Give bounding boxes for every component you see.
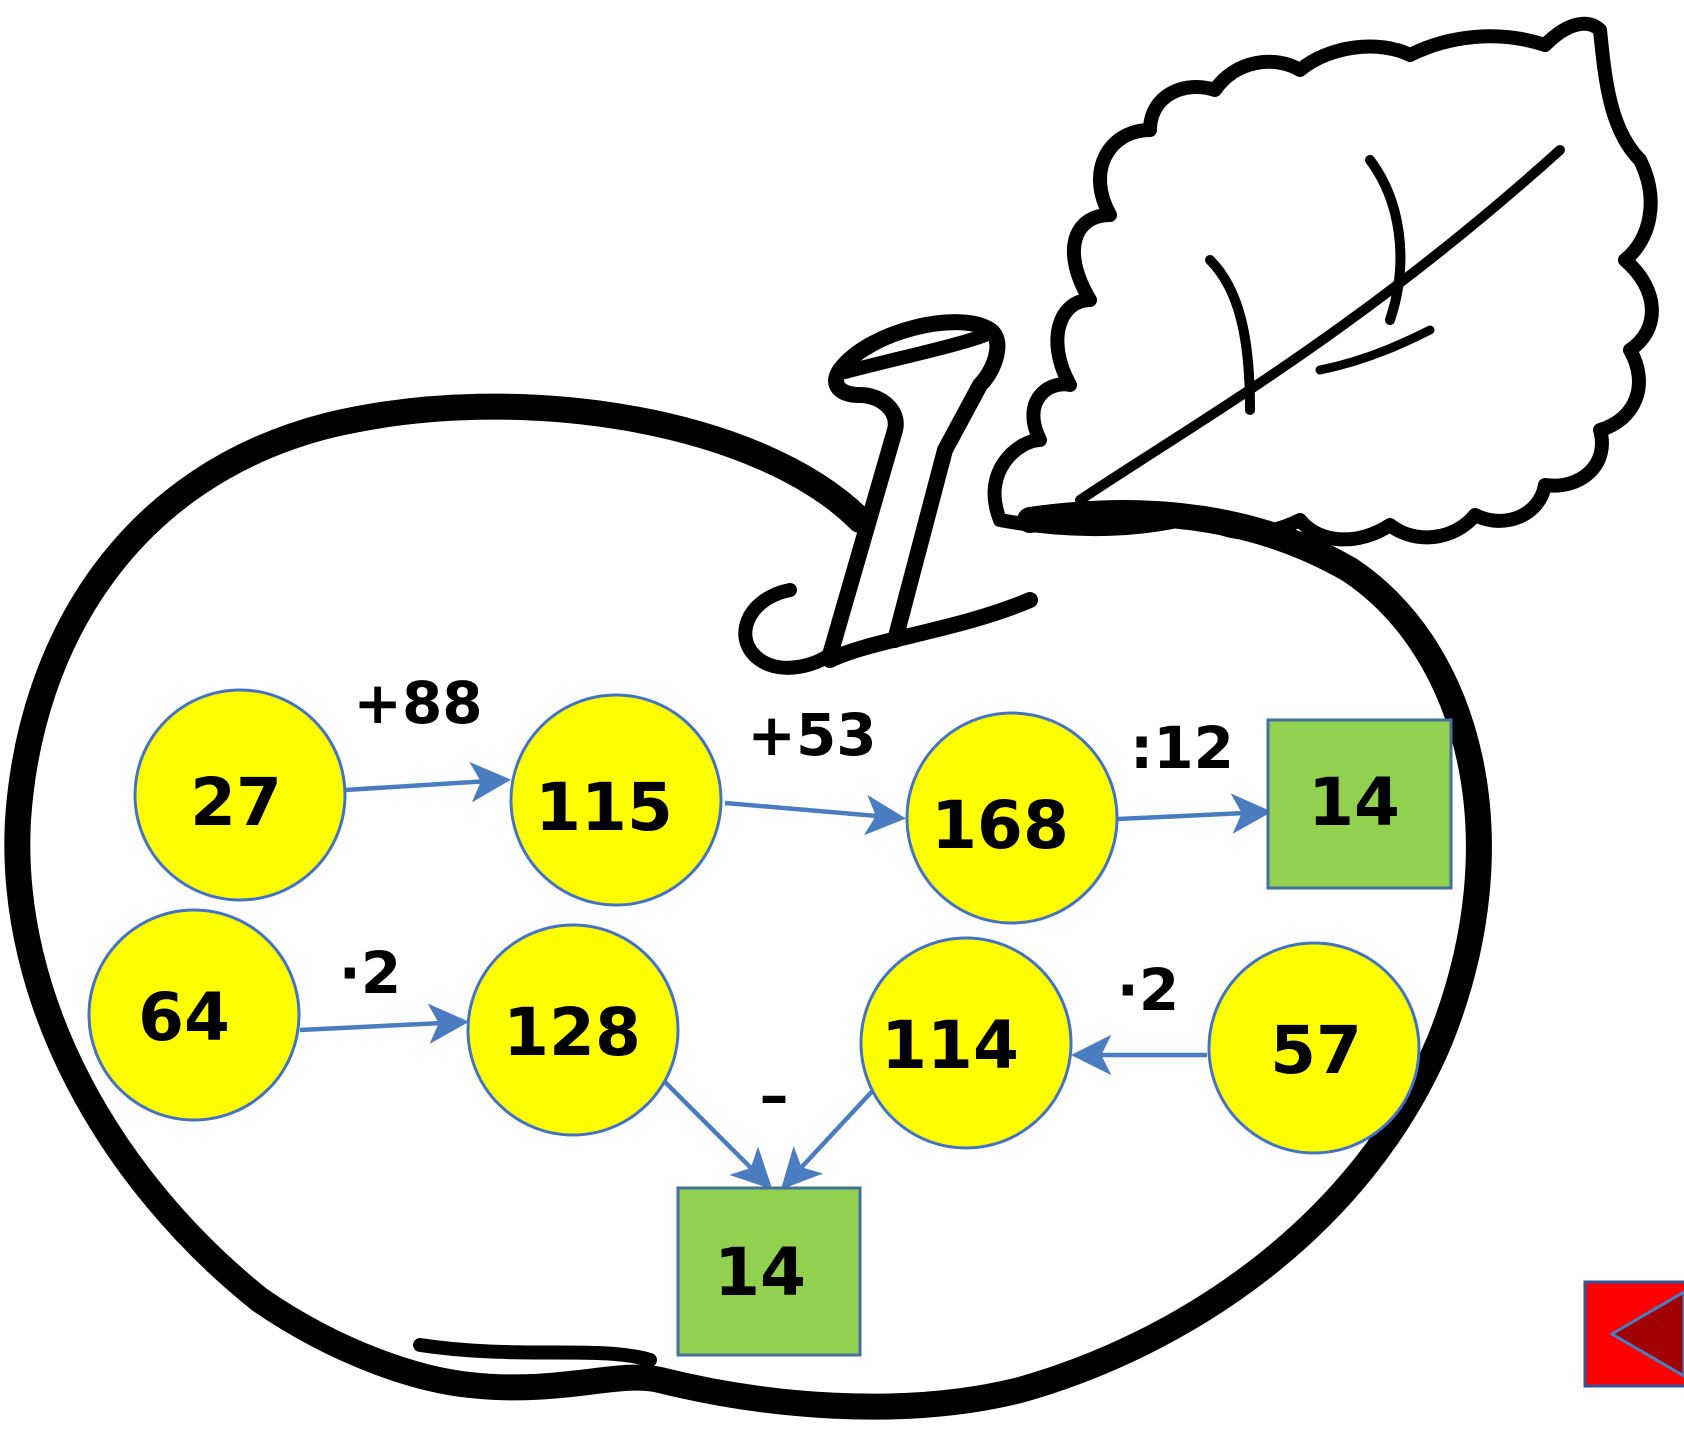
op-minus: – <box>760 1061 789 1129</box>
op-times-2-right: ·2 <box>1117 956 1179 1024</box>
result-box-1-label: 14 <box>1308 764 1400 841</box>
apple-stem <box>822 314 1006 663</box>
arrow-168-to-14 <box>1117 793 1273 834</box>
apple-dimple-curl <box>738 583 842 675</box>
node-64: 64 <box>87 908 301 1122</box>
apple-stem-top <box>838 328 992 379</box>
result-box-2: 14 <box>676 1186 862 1357</box>
node-168-label: 168 <box>931 787 1069 864</box>
node-114-label: 114 <box>881 1007 1019 1084</box>
op-plus-53: +53 <box>747 701 876 769</box>
apple-bottom-shade <box>413 1338 657 1367</box>
node-57: 57 <box>1207 941 1421 1155</box>
apple-dimple <box>822 592 1038 668</box>
node-114: 114 <box>859 936 1073 1150</box>
node-128: 128 <box>466 923 680 1137</box>
apple-leaf-vein-branch-2 <box>1365 155 1406 325</box>
back-arrow-icon <box>1609 1290 1684 1378</box>
apple-leaf-vein-branch-3 <box>1315 325 1435 375</box>
node-115-label: 115 <box>535 769 673 846</box>
arrow-128-to-14 <box>661 1078 773 1190</box>
apple-body-outline <box>4 393 1492 1420</box>
back-button[interactable] <box>1583 1280 1684 1388</box>
node-57-label: 57 <box>1270 1012 1362 1089</box>
op-divide-12: :12 <box>1130 714 1234 782</box>
result-box-2-label: 14 <box>714 1234 806 1311</box>
node-27-label: 27 <box>190 764 282 841</box>
op-times-2-left: ·2 <box>339 939 401 1007</box>
apple-leaf <box>987 16 1659 547</box>
arrows <box>299 761 1273 1190</box>
node-128-label: 128 <box>503 994 641 1071</box>
arrow-64-to-128 <box>299 1003 470 1044</box>
node-168: 168 <box>905 711 1119 925</box>
arrow-114-to-14 <box>780 1083 880 1190</box>
apple-outline-icon <box>4 16 1659 1420</box>
node-64-label: 64 <box>138 979 230 1056</box>
op-plus-88: +88 <box>353 669 482 737</box>
arrow-115-to-168 <box>724 794 907 836</box>
node-115: 115 <box>509 693 723 907</box>
apple-leaf-vein <box>1075 145 1565 505</box>
apple-leaf-vein-branch <box>1205 255 1255 415</box>
node-27: 27 <box>133 688 347 902</box>
arrow-27-to-115 <box>344 761 512 803</box>
result-box-1: 14 <box>1266 718 1453 890</box>
